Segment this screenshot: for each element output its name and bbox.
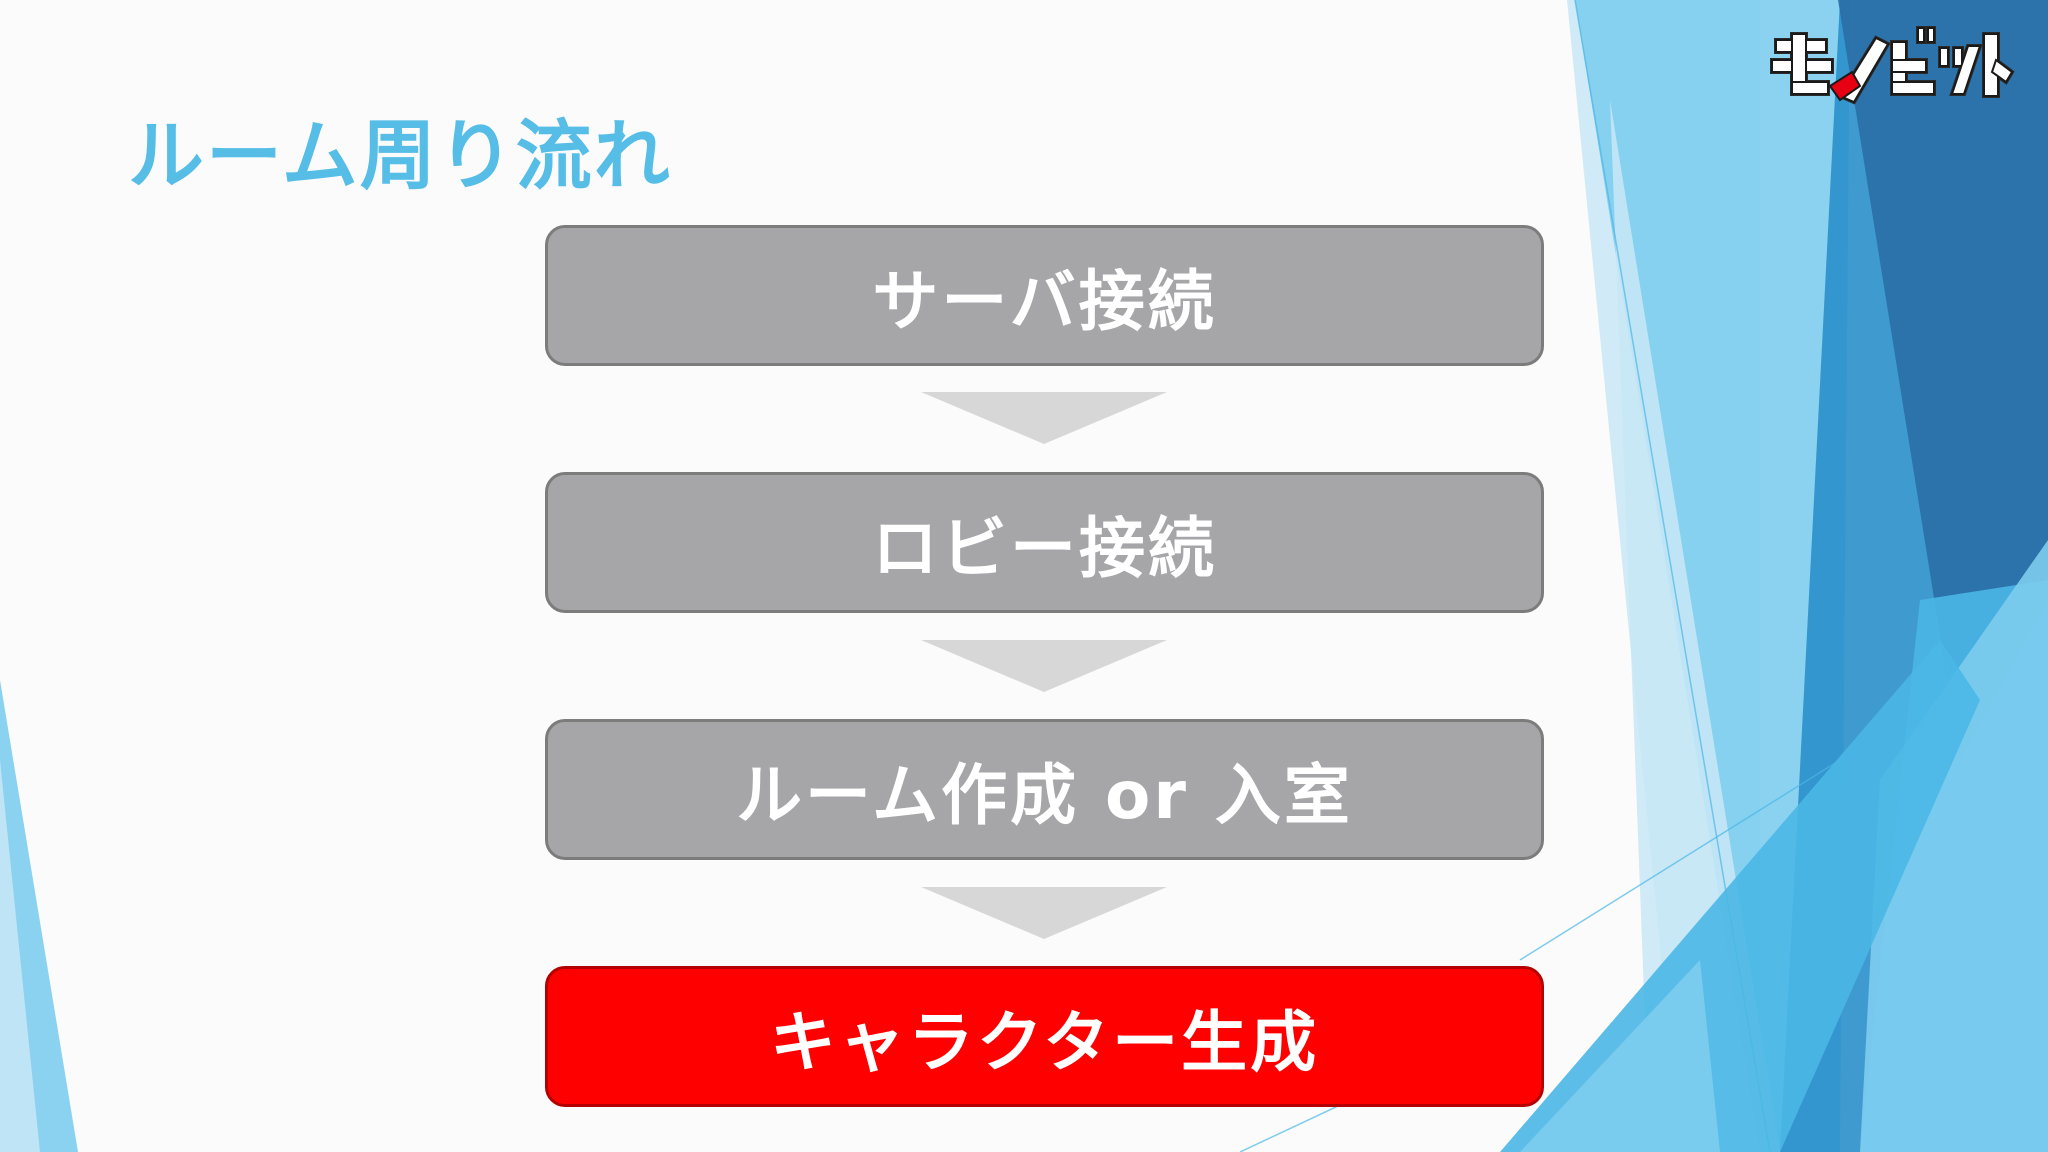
monobit-logo-icon bbox=[1770, 26, 2015, 105]
flow-arrow-2-shape bbox=[921, 640, 1167, 692]
logo-face bbox=[1771, 27, 2014, 104]
bg-line-2 bbox=[1519, 759, 1841, 961]
slide-title: ルーム周り流れ bbox=[128, 111, 672, 200]
flow-step-label: ロビー接続 bbox=[872, 509, 1217, 587]
flow-step-lobby-connect: ロビー接続 bbox=[545, 472, 1544, 613]
flow-arrow-2 bbox=[921, 640, 1167, 692]
bg-facet-mid-2 bbox=[1500, 640, 1980, 1152]
logo-red-accent bbox=[1828, 70, 1862, 102]
flow-step-label: サーバ接続 bbox=[872, 262, 1217, 340]
bg-line-1 bbox=[1574, 0, 1771, 1152]
flow-step-server-connect: サーバ接続 bbox=[545, 225, 1544, 366]
flow-arrow-1 bbox=[921, 392, 1167, 444]
flow-step-character-create: キャラクター生成 bbox=[545, 966, 1544, 1107]
bg-facet-sky-2 bbox=[1860, 540, 2048, 1152]
flow-step-label: キャラクター生成 bbox=[769, 1003, 1320, 1081]
bg-facet-sky-3 bbox=[1520, 960, 1720, 1152]
flow-arrow-3 bbox=[921, 887, 1167, 939]
flow-arrow-3-shape bbox=[921, 887, 1167, 939]
flow-step-room-create-or-join: ルーム作成 or 入室 bbox=[545, 719, 1544, 860]
flow-step-label: ルーム作成 or 入室 bbox=[736, 756, 1353, 834]
bg-facet-navy-1 bbox=[1838, 0, 2048, 760]
bg-facet-left-light bbox=[0, 760, 40, 1152]
flow-arrow-1-shape bbox=[921, 392, 1167, 444]
